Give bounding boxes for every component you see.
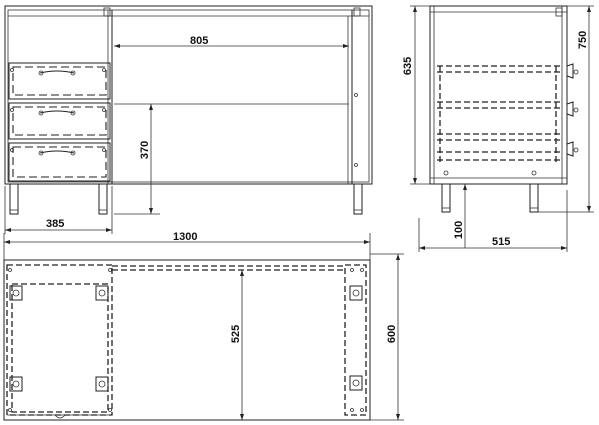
dim-100: 100 — [453, 184, 467, 248]
dim-635-label: 635 — [402, 57, 414, 75]
plan-outline — [3, 259, 371, 421]
dim-750: 750 — [538, 5, 594, 213]
side-legs — [441, 170, 539, 213]
dim-370: 370 — [114, 104, 160, 215]
front-hardware-dots — [10, 68, 358, 167]
front-view: 805 370 385 — [4, 5, 373, 234]
dim-385: 385 — [4, 186, 113, 234]
plan-feet — [8, 268, 364, 412]
dim-805: 805 — [114, 35, 349, 48]
side-outline — [429, 5, 568, 185]
side-handles — [566, 63, 579, 157]
front-corner-block-right — [353, 7, 361, 17]
dim-525-label: 525 — [230, 325, 242, 343]
front-legs — [9, 183, 363, 215]
drawer-2 — [8, 102, 111, 140]
front-desk-outline — [4, 5, 373, 185]
dim-805-label: 805 — [190, 35, 208, 47]
dim-600: 600 — [370, 253, 404, 421]
dim-515-label: 515 — [492, 236, 510, 248]
dim-100-label: 100 — [453, 221, 465, 239]
front-corner-block-left — [103, 7, 111, 17]
dim-1300: 1300 — [3, 231, 371, 260]
dim-385-label: 385 — [46, 218, 64, 230]
dim-515: 515 — [418, 190, 568, 252]
side-drawer-slides — [437, 65, 560, 165]
dim-750-label: 750 — [577, 31, 589, 49]
dim-1300-label: 1300 — [173, 231, 197, 243]
drawer-1 — [8, 62, 111, 100]
drawer-3 — [8, 142, 111, 182]
side-view: 635 750 100 515 — [402, 5, 594, 252]
dim-525: 525 — [230, 270, 244, 420]
dim-635: 635 — [402, 5, 430, 185]
plan-right-panel-hidden — [344, 264, 367, 416]
plan-view: 1300 525 600 — [3, 231, 404, 421]
dim-370-label: 370 — [139, 141, 151, 159]
front-desk-inner-outline — [7, 9, 370, 183]
dim-600-label: 600 — [386, 325, 398, 343]
